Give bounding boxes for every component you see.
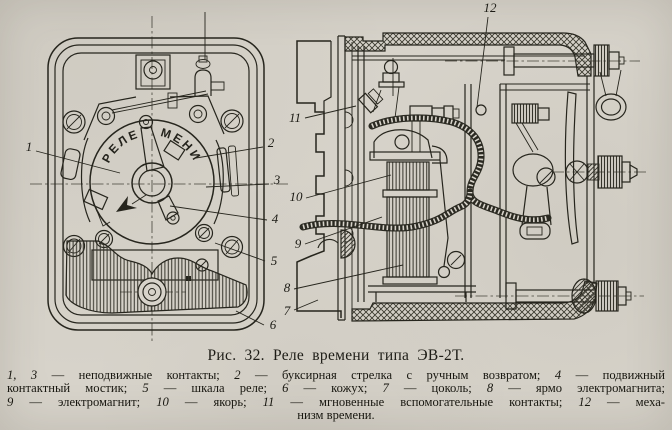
leader-line-4	[169, 205, 268, 221]
top-terminal-knob	[593, 44, 610, 77]
leader-line-6	[235, 310, 265, 326]
leader-line-11	[304, 105, 357, 119]
leader-line-9	[304, 216, 383, 245]
cover-top-section	[344, 32, 592, 77]
dial-text-right: МЕНИ	[159, 125, 202, 164]
leader-line-12	[476, 16, 489, 108]
callout-4: 4	[272, 211, 279, 226]
callout-3: 3	[273, 172, 281, 187]
svg-text:РЕЛЕ: РЕЛЕ	[99, 126, 141, 165]
callout-5: 5	[271, 253, 278, 268]
pointer-arrow	[116, 196, 137, 212]
electromagnet-coil	[386, 196, 430, 278]
callout-10: 10	[290, 189, 304, 204]
armature	[373, 129, 433, 159]
callout-1: 1	[26, 139, 33, 154]
core-dome-hatch	[340, 229, 356, 259]
dial-text-left: РЕЛЕ	[99, 126, 139, 165]
cover-bottom-section	[351, 280, 598, 322]
svg-text:МЕНИ: МЕНИ	[159, 125, 204, 164]
figure-drawing: РЕЛЕ МЕНИ	[26, 0, 646, 344]
time-mechanism	[511, 103, 539, 124]
leader-line-1	[35, 150, 121, 174]
leader-line-5	[214, 242, 266, 262]
cutaway-hatch	[65, 240, 248, 314]
leader-line-10	[305, 174, 392, 199]
legend-line: 1, 3 — неподвижные контакты; 2 — буксирн…	[7, 368, 665, 382]
callout-9: 9	[295, 236, 302, 251]
legend-line: низм времени.	[297, 408, 375, 423]
leader-line-2	[195, 146, 264, 159]
bottom-terminal-knob	[595, 280, 619, 312]
dial-hub	[131, 162, 173, 204]
towing-pointer-tip	[163, 139, 186, 161]
callout-7: 7	[284, 303, 291, 318]
fixed-contact-right	[216, 147, 231, 193]
contact-bridge	[83, 188, 109, 211]
legend-line: контактный мостик; 5 — шкала реле; 6 — к…	[7, 381, 666, 396]
section-view	[296, 32, 646, 322]
callout-6: 6	[270, 317, 277, 332]
top-terminal	[194, 69, 212, 96]
legend-line: 9 — электромагнит; 10 — якорь; 11 — мгно…	[7, 394, 665, 409]
figure-legend: 1, 3 — неподвижные контакты; 2 — буксирн…	[7, 368, 666, 423]
base-plate	[296, 40, 342, 318]
callout-12: 12	[484, 0, 498, 15]
fixed-contact-left	[60, 148, 81, 181]
hanging-ring	[595, 93, 627, 121]
callout-11: 11	[289, 110, 301, 125]
front-view: РЕЛЕ МЕНИ	[30, 12, 290, 344]
leader-line-8	[293, 264, 404, 290]
figure-caption: Рис. 32. Реле времени типа ЭВ-2Т.	[207, 347, 465, 364]
adjustment-knob	[597, 155, 623, 189]
callout-8: 8	[284, 280, 291, 295]
callout-2: 2	[268, 135, 275, 150]
leader-line-7	[293, 299, 319, 311]
mounting-bracket	[135, 54, 171, 90]
leader-line-3	[205, 183, 270, 188]
